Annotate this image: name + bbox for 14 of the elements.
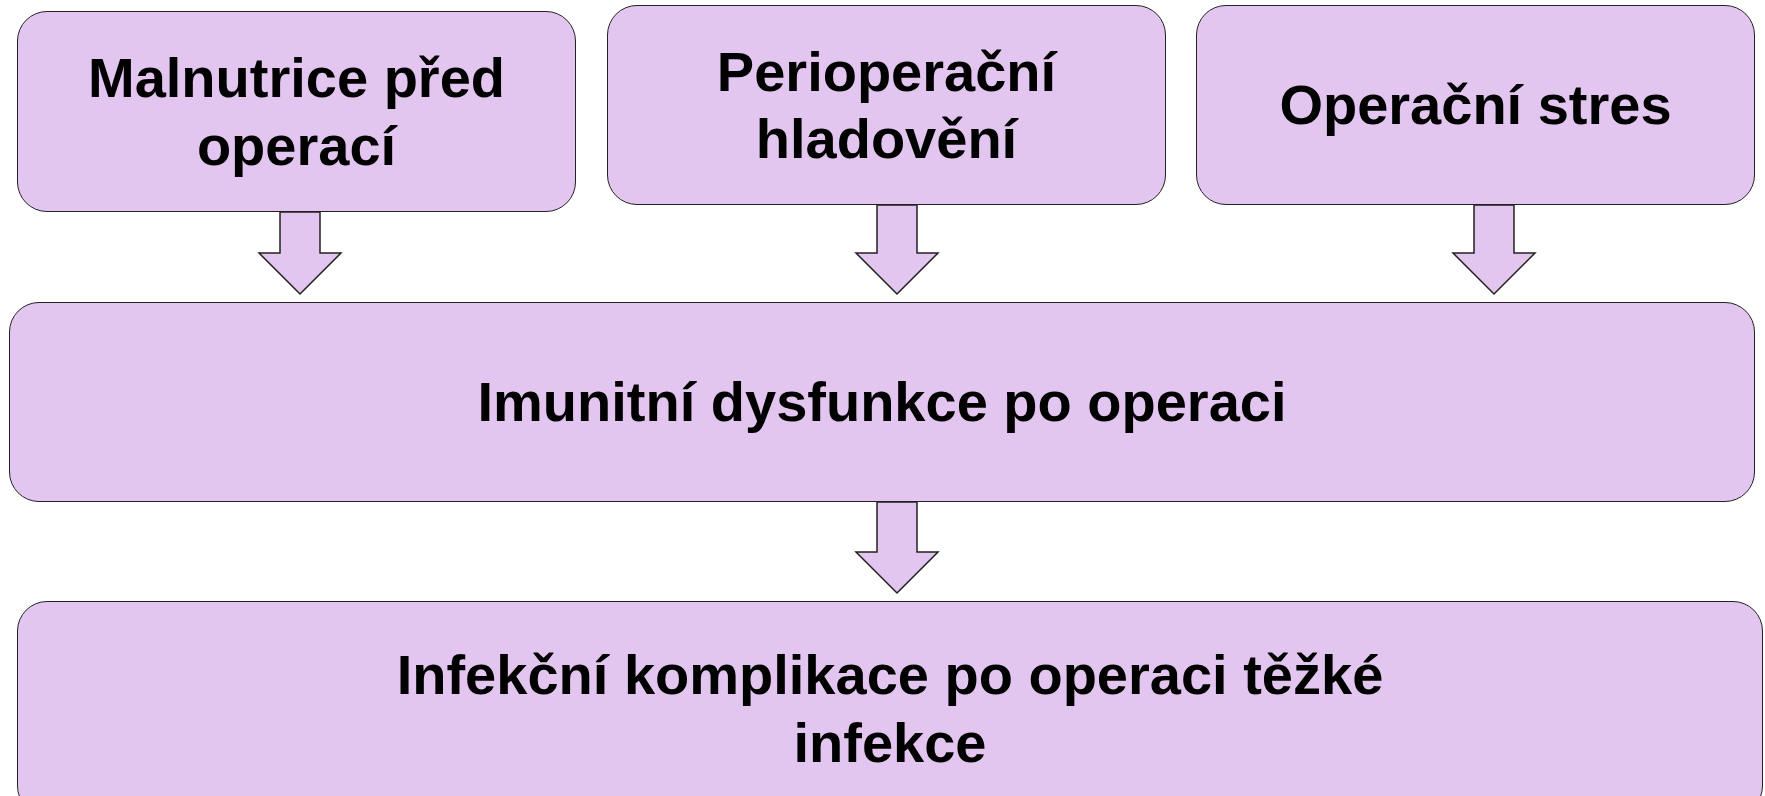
box-label: Malnutrice před operací bbox=[87, 45, 506, 179]
box-label: Imunitní dysfunkce po operaci bbox=[477, 369, 1287, 436]
block-arrow bbox=[854, 501, 940, 595]
process-box bbox=[17, 11, 576, 212]
box-label: Perioperační hladovění bbox=[715, 38, 1059, 172]
box-label: Operační stres bbox=[1279, 72, 1672, 139]
process-box bbox=[17, 601, 1763, 796]
process-box bbox=[1196, 5, 1755, 205]
block-arrow bbox=[1451, 204, 1537, 296]
process-box bbox=[607, 5, 1166, 205]
block-arrow bbox=[257, 211, 343, 296]
process-box bbox=[9, 302, 1755, 502]
block-arrow bbox=[854, 204, 940, 296]
box-label: Infekční komplikace po operaci těžké infekce bbox=[395, 642, 1385, 776]
